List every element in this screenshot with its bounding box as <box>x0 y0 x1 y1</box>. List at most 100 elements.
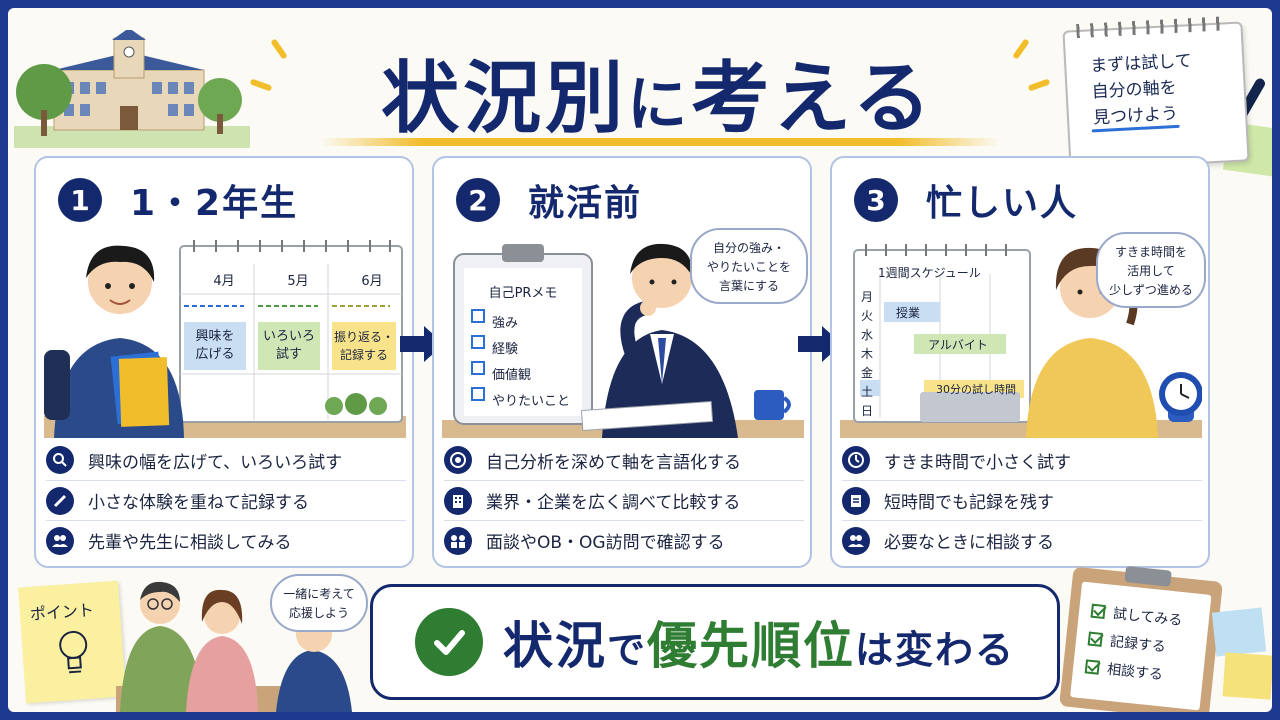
list-item-text: 必要なときに相談する <box>884 533 1054 553</box>
panel-busy-person: 3 忙しい人 <box>830 156 1210 568</box>
schedule-days: 月 火 水 木 金 土 日 <box>858 288 876 421</box>
bubble-line: 自分の強み・ <box>712 241 785 255</box>
memo-item: 価値観 <box>492 368 532 383</box>
schedule-block: アルバイト <box>928 338 988 352</box>
schedule-title: 1週間スケジュール <box>878 266 981 280</box>
conclusion-part: 状況 <box>502 617 607 675</box>
calendar-month: 4月 <box>213 274 235 289</box>
list-item: 興味の幅を広げて、いろいろ試す <box>46 440 406 480</box>
checklist-label: 試してみる <box>1112 605 1184 630</box>
list-item-text: 短時間でも記録を残す <box>884 493 1054 513</box>
bubble-line: 少しずつ進める <box>1109 283 1193 297</box>
schedule-day: 月 <box>860 290 873 304</box>
list-item-text: 小さな体験を重ねて記録する <box>88 493 309 513</box>
list-item: 自己分析を深めて軸を言語化する <box>444 440 804 480</box>
pencil-icon <box>46 486 74 515</box>
sticky-note <box>1211 607 1267 657</box>
calendar-note: いろいろ 試す <box>258 328 320 364</box>
school-illustration <box>14 30 250 148</box>
panel-number: 3 <box>854 178 898 222</box>
sticky-note <box>1222 652 1272 700</box>
people-icon <box>842 526 870 555</box>
bubble-line: 言葉にする <box>718 279 780 293</box>
calendar-note: 興味を 広げる <box>184 328 246 364</box>
tips-list: 自己分析を深めて軸を言語化する 業界・企業を広く調べて比較する 面談やOB・OG… <box>444 440 804 560</box>
panel-number: 1 <box>58 178 102 222</box>
bubble-line: 活用して <box>1127 264 1175 278</box>
memo-item: 経験 <box>492 342 519 357</box>
checklist-clipboard: 試してみる 記録する 相談する <box>1059 566 1223 712</box>
list-item: 業界・企業を広く調べて比較する <box>444 480 804 520</box>
conclusion-part: 優先順位 <box>647 617 855 675</box>
memo-item: 強み <box>492 316 519 331</box>
schedule-block: 30分の試し時間 <box>936 383 1016 396</box>
calendar-month: 5月 <box>287 274 309 289</box>
note-line: 自分の軸を <box>1091 77 1178 103</box>
point-label: ポイント <box>29 600 95 624</box>
checklist-item: 相談する <box>1084 656 1164 684</box>
schedule-day: 火 <box>860 309 873 323</box>
student-self-analysis-illustration <box>442 243 804 438</box>
tips-list: 興味の幅を広げて、いろいろ試す 小さな体験を重ねて記録する 先輩や先生に相談して… <box>46 440 406 560</box>
sparkle <box>270 38 288 60</box>
panel-heading: 2 就活前 <box>456 176 642 224</box>
title-underline <box>320 138 1000 146</box>
tips-list: すきま時間で小さく試す 短時間でも記録を残す 必要なときに相談する <box>842 440 1202 560</box>
checkmark-icon <box>414 608 483 676</box>
panel-title: 1・2年生 <box>130 183 299 224</box>
checklist-item: 試してみる <box>1090 601 1183 630</box>
bubble-line: 応援しよう <box>288 606 349 620</box>
checklist-item: 記録する <box>1087 629 1167 657</box>
conclusion-text: 状況で優先順位は変わる <box>503 606 1015 678</box>
schedule-block: 授業 <box>896 306 921 320</box>
title-part: 状況別 <box>381 54 628 144</box>
thought-bubble: すきま時間を 活用して 少しずつ進める <box>1096 232 1206 308</box>
panel-first-second-year: 1 1・2年生 <box>34 156 414 568</box>
list-item: 面談やOB・OG訪問で確認する <box>444 520 804 560</box>
list-item-text: 先輩や先生に相談してみる <box>88 533 292 553</box>
list-item: すきま時間で小さく試す <box>842 440 1202 480</box>
schedule-day: 水 <box>860 328 873 342</box>
checklist-label: 記録する <box>1109 633 1167 656</box>
conclusion-banner: 状況で優先順位は変わる <box>370 584 1060 700</box>
motto-note: まずは試して 自分の軸を 見つけよう <box>1062 16 1250 171</box>
notebook-icon <box>842 486 870 515</box>
building-icon <box>444 486 472 515</box>
panel-heading: 3 忙しい人 <box>854 176 1078 224</box>
panel-number: 2 <box>456 178 500 222</box>
target-icon <box>444 446 472 474</box>
list-item-text: 自己分析を深めて軸を言語化する <box>486 452 741 473</box>
calendar-note-line: 広げる <box>195 347 235 362</box>
thought-bubble: 自分の強み・ やりたいことを 言葉にする <box>690 228 808 304</box>
schedule-day: 金 <box>860 366 873 380</box>
checkbox-icon <box>1090 603 1106 620</box>
bubble-line: すきま時間を <box>1114 245 1187 259</box>
search-icon <box>46 446 74 474</box>
point-sticky-note: ポイント <box>18 580 126 704</box>
clock-icon <box>842 446 870 474</box>
sparkle <box>249 78 273 92</box>
list-item-text: 面談やOB・OG訪問で確認する <box>486 533 725 553</box>
checklist-label: 相談する <box>1106 661 1164 684</box>
spiral-binding <box>1076 16 1229 39</box>
checklist-paper: 試してみる 記録する 相談する <box>1070 581 1212 711</box>
list-item-text: 興味の幅を広げて、いろいろ試す <box>88 452 343 473</box>
memo-item: やりたいこと <box>492 394 571 409</box>
calendar-note-line: 記録する <box>339 348 388 362</box>
calendar-note-line: いろいろ <box>262 329 315 344</box>
infographic: 状況別に考える まずは試して 自分の軸を 見つけよう 1 1・2年生 <box>8 8 1272 712</box>
panel-title: 忙しい人 <box>926 183 1079 224</box>
panel-heading: 1 1・2年生 <box>58 176 298 224</box>
interview-icon <box>444 526 472 555</box>
schedule-day: 土 <box>860 385 873 399</box>
memo-title: 自己PRメモ <box>488 286 558 301</box>
bubble-line: 一緒に考えて <box>283 587 355 601</box>
list-item-text: 業界・企業を広く調べて比較する <box>486 493 741 513</box>
calendar-note-line: 試す <box>275 347 302 362</box>
list-item: 先輩や先生に相談してみる <box>46 520 406 560</box>
family-consultation-illustration <box>116 581 352 712</box>
list-item: 小さな体験を重ねて記録する <box>46 480 406 520</box>
title-part: 考える <box>691 54 935 144</box>
checkbox-icon <box>1084 659 1101 675</box>
title-part: に <box>627 70 692 140</box>
